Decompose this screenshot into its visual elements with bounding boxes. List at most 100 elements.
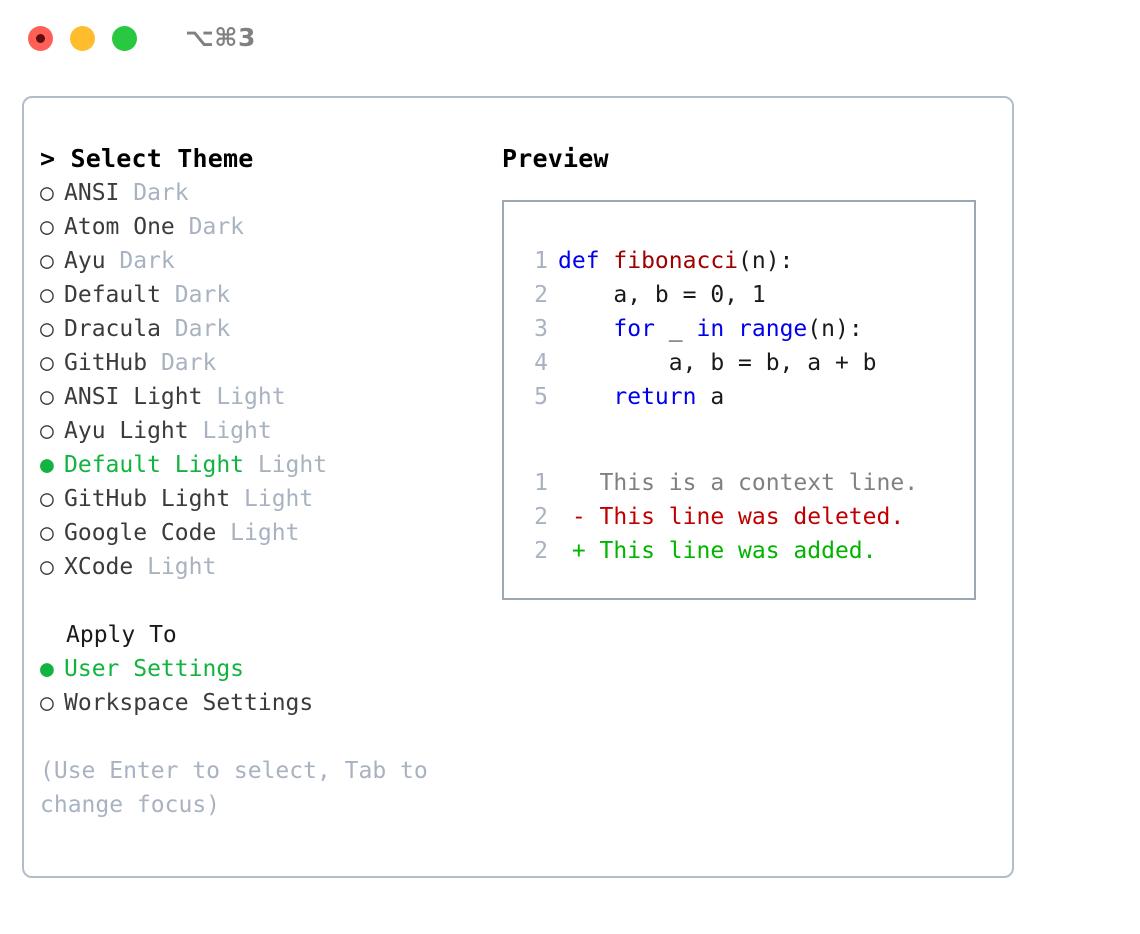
code-token: for [613,316,655,342]
code-token: a [696,384,725,410]
theme-item[interactable]: ○ Ayu Light Light [40,414,470,448]
content-card: > Select Theme ○ANSI Dark○Atom One Dark○… [22,96,1014,878]
apply-to-heading: Apply To [66,622,177,648]
radio-unselected-icon: ○ [40,486,54,512]
theme-item[interactable]: ○ GitHub Dark [40,346,470,380]
theme-item[interactable]: ○ Google Code Light [40,516,470,550]
code-token [558,384,613,410]
theme-selector-pane: > Select Theme ○ANSI Dark○Atom One Dark○… [40,142,470,822]
theme-label: Default [64,282,161,308]
theme-item[interactable]: ○ANSI Dark [40,176,470,210]
radio-unselected-icon: ○ [40,418,54,444]
page-title: > Select Theme [40,144,254,173]
radio-unselected-icon: ○ [40,350,54,376]
code-token: (n): [807,316,863,342]
apply-to-label: Workspace Settings [64,690,314,716]
keyboard-hint-text: (Use Enter to select, Tab to change focu… [40,758,442,818]
theme-label: GitHub [64,350,148,376]
apply-to-item[interactable]: ○ Workspace Settings [40,686,470,720]
line-number: 4 [534,350,548,376]
code-token: def [558,248,614,274]
theme-variant-label: Light [244,452,328,478]
minimize-window-button[interactable] [70,25,95,51]
code-token: range [738,316,808,342]
theme-variant-label: Light [216,520,300,546]
theme-label: ANSI [64,180,120,206]
code-token: fibonacci [613,248,739,274]
diff-text: This is a context line. [585,470,919,496]
radio-selected-icon: ● [40,452,54,478]
theme-item[interactable]: ○Atom One Dark [40,210,470,244]
line-number: 1 [534,248,548,274]
theme-variant-label: Light [202,384,286,410]
radio-unselected-icon: ○ [40,180,54,206]
theme-variant-label: Light [188,418,272,444]
line-number: 2 [534,538,548,564]
diff-sample: 1 This is a context line. 2 - This line w… [522,466,974,568]
spacer [40,584,470,618]
code-token: a, b = b, a + b [558,350,877,376]
theme-item[interactable]: ○ Ayu Dark [40,244,470,278]
theme-item[interactable]: ○Dracula Dark [40,312,470,346]
apply-to-list[interactable]: ● User Settings ○ Workspace Settings [40,652,470,720]
radio-unselected-icon: ○ [40,214,54,240]
theme-label: Default Light [64,452,245,478]
radio-unselected-icon: ○ [40,554,54,580]
code-line: 4 a, b = b, a + b [522,346,974,380]
radio-unselected-icon: ○ [40,690,54,716]
theme-list[interactable]: ○ ANSI Dark ○ Atom One Dark ○ Ayu Dark ○ Defaul… [40,176,470,584]
theme-item[interactable]: ○ GitHub Light Light [40,482,470,516]
radio-unselected-icon: ○ [40,384,54,410]
apply-to-label: User Settings [64,656,245,682]
code-token: in [696,316,725,342]
theme-label: Google Code [64,520,217,546]
preview-title: Preview [502,144,609,173]
theme-item[interactable]: ○ ANSI Light Light [40,380,470,414]
window-controls [28,25,137,51]
line-number: 5 [534,384,548,410]
keyboard-shortcut-label: ⌥⌘3 [185,22,256,52]
theme-label: Atom One [64,214,175,240]
code-token: _ [654,316,697,342]
code-token [724,316,738,342]
radio-unselected-icon: ○ [40,282,54,308]
zoom-window-button[interactable] [112,25,137,51]
theme-item[interactable]: ○ Default Dark [40,278,470,312]
close-window-button[interactable] [28,25,53,51]
theme-variant-label: Light [230,486,314,512]
theme-variant-label: Dark [105,248,175,274]
diff-text: This line was added. [585,538,877,564]
code-token: return [613,384,697,410]
code-line: 5 return a [522,380,974,414]
theme-label: ANSI Light [64,384,203,410]
spacer [522,414,974,466]
diff-marker: - [558,504,586,530]
title-bar: ⌥⌘3 [0,0,1140,76]
theme-variant-label: Dark [147,350,217,376]
code-line: 3 for _ in range(n): [522,312,974,346]
theme-label: Ayu [64,248,106,274]
diff-marker [558,470,586,496]
radio-unselected-icon: ○ [40,248,54,274]
radio-selected-icon: ● [40,656,54,682]
code-token [558,316,613,342]
theme-item[interactable]: ● Default Light Light [40,448,470,482]
theme-label: GitHub Light [64,486,231,512]
theme-label: Dracula [64,316,161,342]
theme-variant-label: Dark [160,282,231,308]
line-number: 1 [534,470,548,496]
diff-line-deleted: 2 - This line was deleted. [522,500,974,534]
line-number: 2 [534,282,548,308]
theme-variant-label: Light [133,554,217,580]
theme-variant-label: Dark [160,316,231,342]
radio-unselected-icon: ○ [40,520,54,546]
theme-item[interactable]: ○XCode Light [40,550,470,584]
line-number: 2 [534,504,548,530]
theme-label: Ayu Light [64,418,189,444]
apply-to-item[interactable]: ● User Settings [40,652,470,686]
